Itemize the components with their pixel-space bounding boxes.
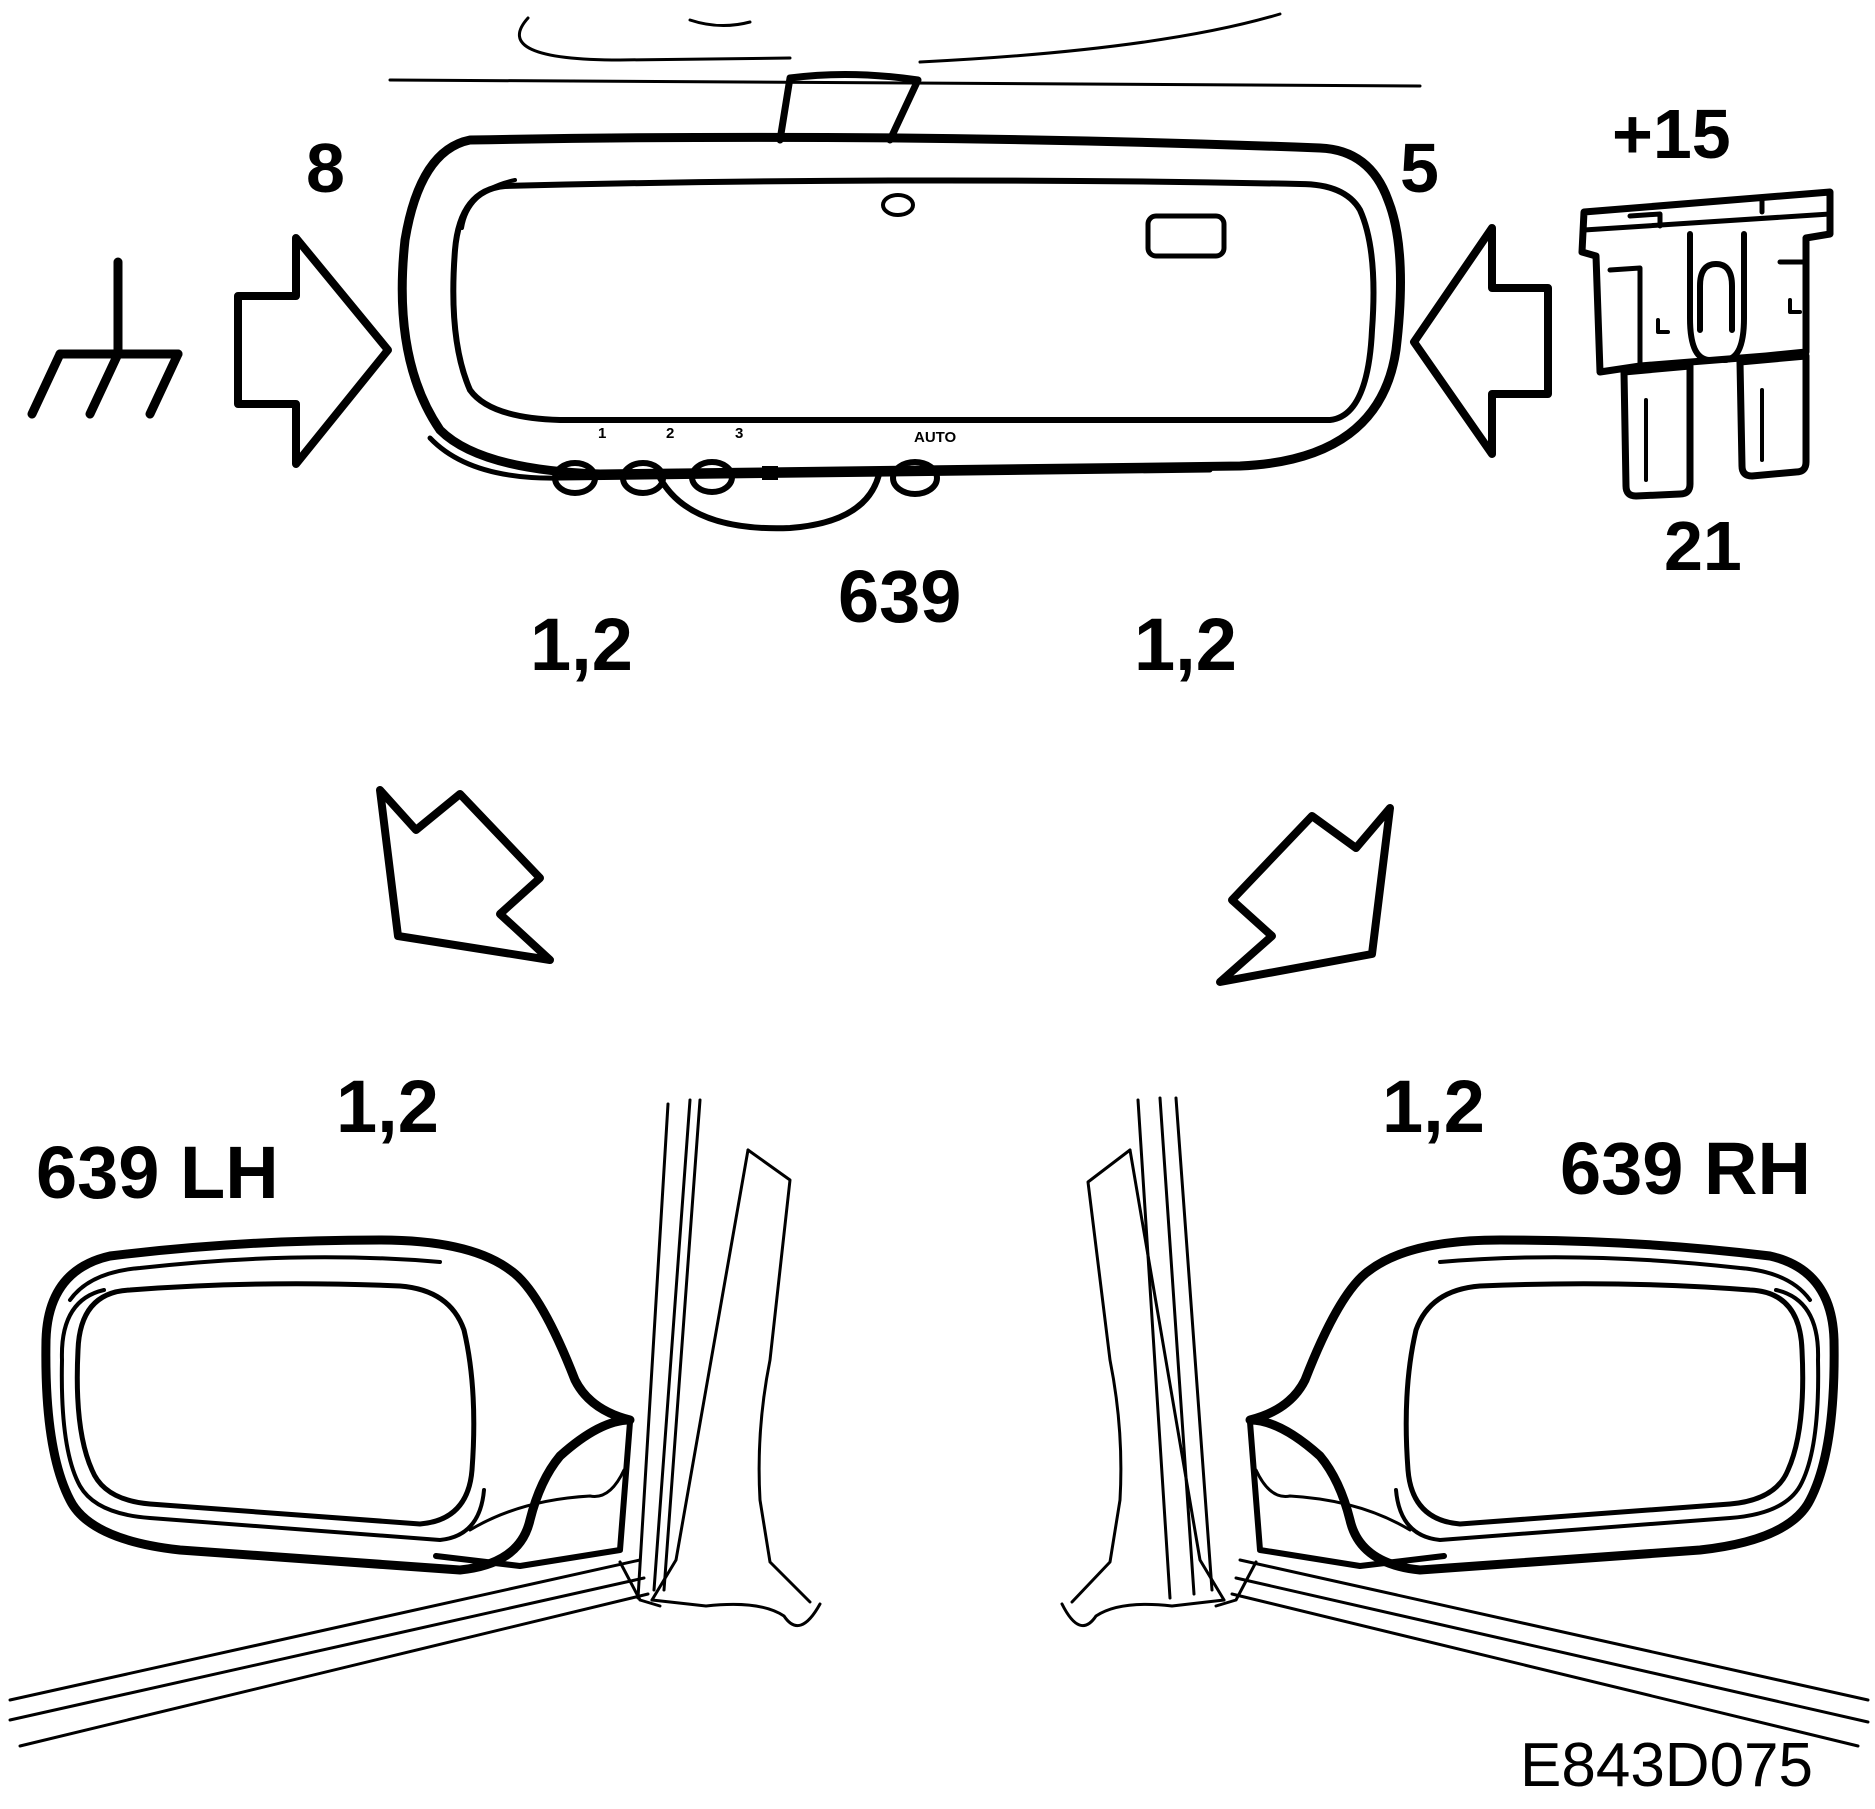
right-exterior-mirror [1060,1096,1870,1748]
left-output-arrow [376,786,554,964]
power-pin-label: 5 [1400,129,1439,207]
preset-3-button[interactable] [689,459,735,495]
sensor-window [1145,213,1227,259]
inner-mirror-label: 639 [838,555,961,638]
ground-symbol-icon [27,257,183,419]
left-mirror-housing [41,1235,635,1575]
inner-mirror: 1 2 3 AUTO [397,70,1405,532]
right-mirror-label: 639 RH [1560,1127,1811,1210]
fuse-icon [1578,188,1834,500]
right-output-arrow [1216,804,1394,986]
right-mirror-glass [1403,1281,1806,1527]
left-exterior-mirror [8,1098,822,1748]
button-label-3: 3 [735,425,743,442]
ground-input-arrow [234,234,392,468]
left-mirror-glass [74,1281,477,1527]
right-mirror-housing [1245,1235,1839,1575]
headliner-outline [388,12,1422,88]
power-input-arrow [1410,224,1552,458]
supply-label: +15 [1612,95,1731,173]
inner-mirror-glass [450,177,1377,423]
button-label-2: 2 [666,425,674,442]
fuse-number-label: 21 [1664,507,1742,585]
ground-pin-label: 8 [306,129,345,207]
left-mirror-label: 639 LH [36,1131,279,1214]
connector-right-label: 1,2 [1134,603,1237,686]
connector-left-label: 1,2 [530,603,633,686]
button-label-auto: AUTO [914,429,957,446]
inner-mirror-housing [397,132,1405,479]
auto-button[interactable] [890,459,940,497]
indicator-led [762,466,778,480]
figure-code: E843D075 [1520,1731,1813,1800]
button-label-1: 1 [598,425,606,442]
connector-rh-label: 1,2 [1382,1065,1485,1148]
connector-lh-label: 1,2 [336,1065,439,1148]
light-sensor [881,193,915,217]
preset-1-button[interactable] [552,460,598,496]
preset-2-button[interactable] [620,460,666,496]
